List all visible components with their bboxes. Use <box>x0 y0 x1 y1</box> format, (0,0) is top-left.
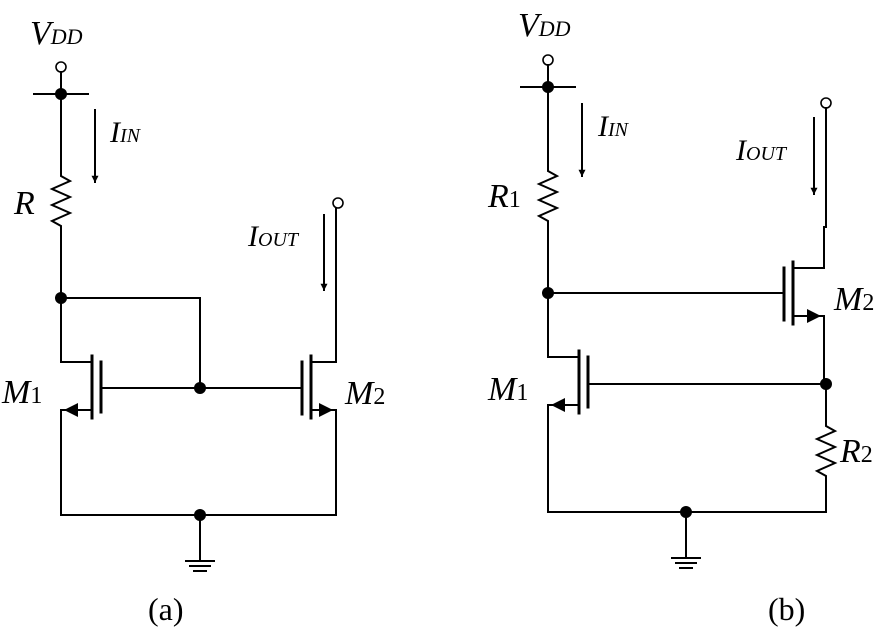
resistor-label-a: R <box>13 185 35 222</box>
transistor-m1-label-a: M1 <box>1 374 42 411</box>
output-current-label-b: IOUT <box>735 134 788 167</box>
ground-symbol-a <box>185 514 215 572</box>
input-current-label-b: IIN <box>597 110 630 143</box>
resistor-r2-label-b: R2 <box>839 433 873 470</box>
transistor-m2-b <box>782 226 825 386</box>
input-current-label-a: IIN <box>109 116 142 149</box>
circuit-a: VDD IIN R M1 <box>1 15 385 627</box>
transistor-m2-label-a: M2 <box>344 375 385 412</box>
transistor-m2-a <box>300 207 337 516</box>
circuit-b: VDD IIN R1 M2 IOUT <box>487 7 874 627</box>
transistor-m1-label-b: M1 <box>487 371 528 408</box>
vdd-label-b: VDD <box>518 7 571 44</box>
output-terminal-b <box>820 97 832 109</box>
ground-symbol-b <box>671 511 701 569</box>
resistor-r1-label-b: R1 <box>487 178 521 215</box>
resistor-r-a <box>49 169 73 233</box>
caption-a: (a) <box>148 591 184 627</box>
transistor-m2-label-b: M2 <box>833 281 874 318</box>
transistor-m1-b <box>547 349 827 513</box>
transistor-m1-a <box>60 354 201 516</box>
output-terminal-a <box>332 197 344 209</box>
vdd-label-a: VDD <box>30 15 83 52</box>
resistor-r1-b <box>536 164 560 228</box>
caption-b: (b) <box>768 591 805 627</box>
output-current-label-a: IOUT <box>247 220 300 253</box>
resistor-r2-b <box>814 419 838 483</box>
